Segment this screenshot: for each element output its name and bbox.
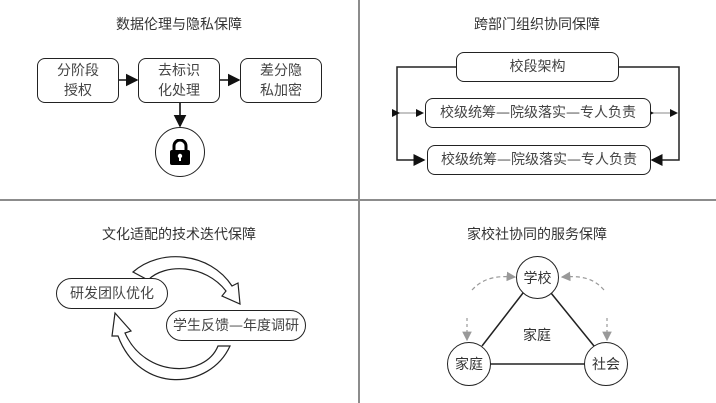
node-school: 学校 — [516, 256, 559, 299]
edge-school-society — [550, 292, 595, 347]
lock-icon — [170, 139, 190, 165]
step-box-authorization: 分阶段授权 — [37, 58, 119, 103]
node-society: 社会 — [584, 342, 628, 386]
step-box-deidentification: 去标识化处理 — [138, 58, 220, 103]
step-3-line-1: 差分隐 — [260, 62, 302, 79]
vertical-divider — [358, 0, 360, 403]
edge-school-family — [481, 292, 524, 347]
center-label: 家庭 — [523, 328, 551, 344]
q2-title: 跨部门组织协同保障 — [474, 17, 600, 33]
school-structure-box: 校段架构 — [456, 52, 619, 82]
node-student-feedback: 学生反馈—年度调研 — [166, 310, 306, 341]
step-box-differential-privacy: 差分隐私加密 — [240, 58, 322, 103]
coordination-row-2: 校级统筹—院级落实—专人负责 — [427, 145, 651, 175]
cycle-arrow-lower — [111, 311, 231, 381]
step-1-line-1: 分阶段 — [57, 62, 99, 79]
coordination-row-1: 校级统筹—院级落实—专人负责 — [425, 98, 651, 128]
node-rd-team: 研发团队优化 — [56, 278, 168, 309]
lock-circle — [155, 127, 205, 177]
right-bracket-line — [618, 66, 680, 166]
dashed-arrow-right-top — [560, 271, 605, 291]
step-2-line-2: 化处理 — [158, 82, 200, 99]
q3-title: 文化适配的技术迭代保障 — [102, 227, 256, 243]
q4-title: 家校社协同的服务保障 — [467, 227, 607, 243]
step-2-line-1: 去标识 — [158, 62, 200, 79]
q1-title: 数据伦理与隐私保障 — [116, 17, 242, 33]
dashed-arrow-left-top — [471, 271, 517, 291]
cycle-arrow-upper — [131, 256, 241, 305]
step-1-line-2: 授权 — [64, 82, 92, 99]
step-3-line-2: 私加密 — [260, 82, 302, 99]
horizontal-divider — [0, 199, 716, 201]
node-family: 家庭 — [447, 342, 491, 386]
